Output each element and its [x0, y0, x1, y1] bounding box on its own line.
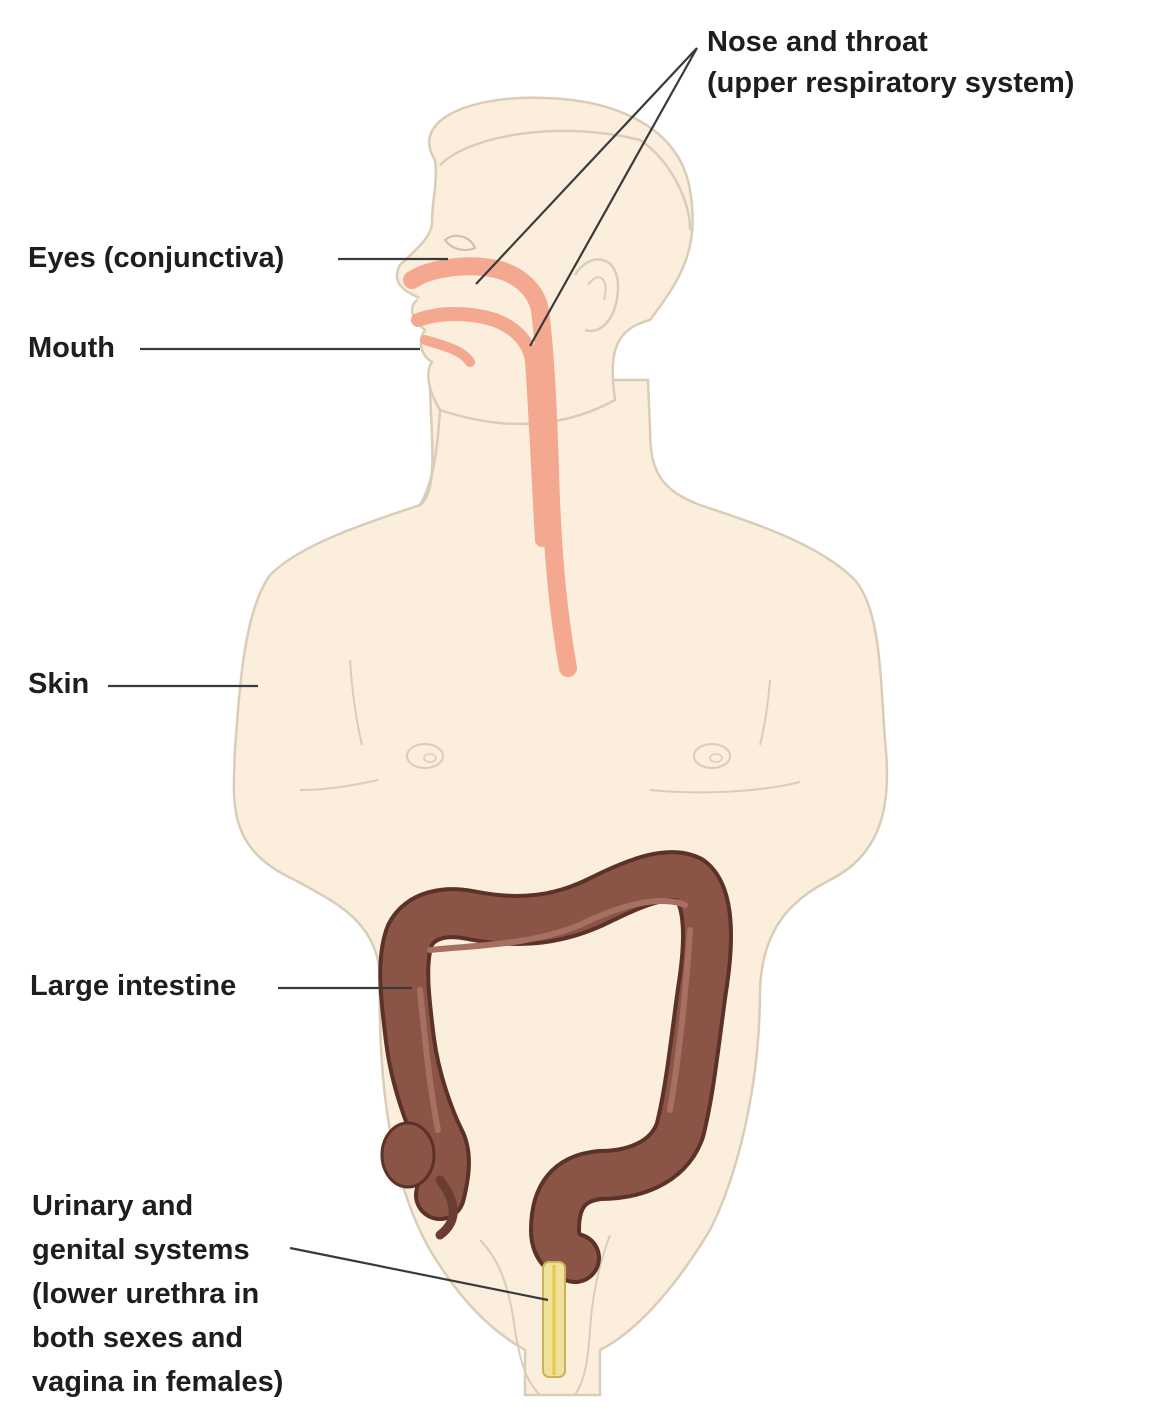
label-skin: Skin — [28, 668, 90, 700]
label-urinary-line: vagina in females) — [32, 1366, 284, 1398]
nipple-left — [406, 743, 444, 769]
label-eyes: Eyes (conjunctiva) — [28, 242, 285, 274]
leader-nose-1 — [475, 47, 698, 285]
label-large-intestine: Large intestine — [30, 970, 237, 1002]
airway — [403, 257, 577, 677]
label-mouth: Mouth — [28, 332, 115, 364]
ear — [573, 258, 620, 333]
label-urinary-genital: Urinary and genital systems (lower ureth… — [32, 1184, 283, 1404]
leader-urinary — [289, 1246, 549, 1302]
label-urinary-line: Urinary and — [32, 1190, 194, 1222]
label-urinary-line: both sexes and — [32, 1322, 244, 1354]
eye — [443, 234, 477, 251]
label-nose-and-throat: Nose and throat (upper respiratory syste… — [707, 22, 1074, 104]
hair-line — [439, 129, 692, 231]
label-urinary-line: (lower urethra in — [32, 1278, 260, 1310]
nipple-right — [693, 743, 731, 769]
leader-nose-2 — [529, 47, 698, 347]
label-nose-line1: Nose and throat — [707, 26, 928, 58]
label-urinary-line: genital systems — [32, 1234, 250, 1266]
urethra — [542, 1261, 566, 1378]
label-nose-line2: (upper respiratory system) — [707, 67, 1075, 99]
large-intestine — [378, 850, 733, 1284]
leader-lines — [108, 47, 698, 1302]
